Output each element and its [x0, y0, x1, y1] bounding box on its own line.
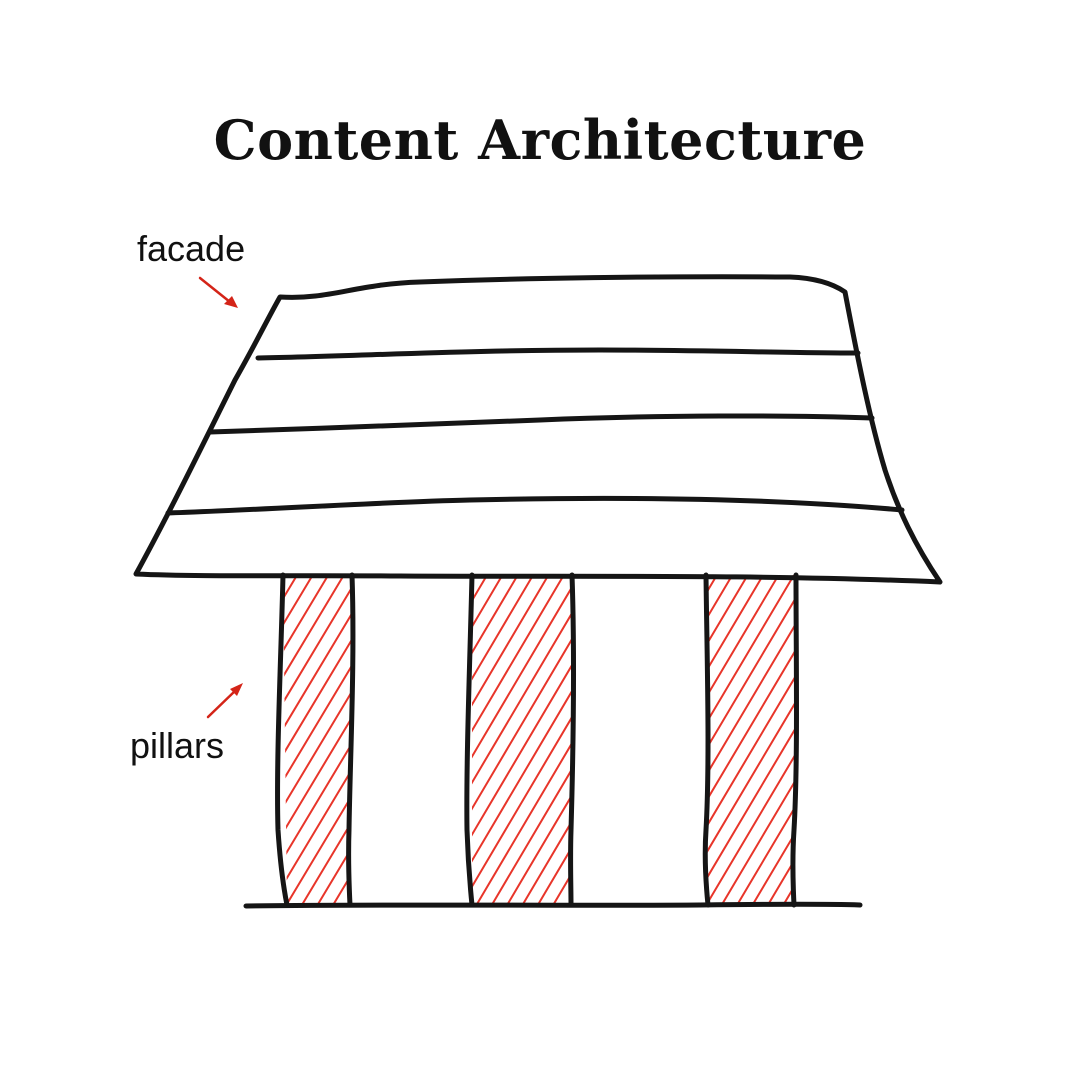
facade-label: facade — [137, 228, 246, 269]
pillar-3-right — [790, 572, 799, 908]
hatch-stroke — [283, 642, 352, 804]
facade-band-2 — [207, 413, 875, 435]
hatch-stroke — [706, 676, 796, 874]
hatch-stroke — [706, 858, 796, 905]
hatch-stroke — [283, 575, 352, 648]
hatch-stroke — [472, 575, 572, 674]
pillars-label: pillars — [130, 725, 225, 766]
hatch-stroke — [283, 575, 352, 622]
hatch-stroke — [472, 575, 572, 752]
hatch-stroke — [283, 668, 352, 830]
hatch-stroke — [706, 806, 796, 905]
hatch-stroke — [283, 575, 352, 674]
hatch-stroke — [706, 575, 796, 640]
facade-outline — [133, 274, 943, 585]
hatch-stroke — [706, 728, 796, 905]
hatch-stroke — [706, 575, 796, 718]
hatch-stroke — [706, 754, 796, 905]
hatch-stroke — [472, 720, 572, 905]
hatch-stroke — [472, 772, 572, 905]
hatch-stroke — [472, 575, 572, 648]
pillar-2-left — [464, 572, 475, 908]
hatch-stroke — [706, 702, 796, 900]
hatch-stroke — [706, 650, 796, 848]
facade-arrow — [198, 276, 238, 308]
hatch-stroke — [472, 616, 572, 830]
diagram-title: Content Architecture — [213, 108, 867, 172]
hatch-stroke — [472, 575, 572, 726]
hatch-stroke — [472, 575, 572, 622]
hatch-stroke — [472, 575, 572, 778]
pillar-1-left — [275, 572, 290, 908]
hatch-stroke — [283, 575, 352, 596]
hatch-stroke — [472, 824, 572, 905]
hatch-stroke — [706, 598, 796, 796]
hatch-stroke — [472, 850, 572, 905]
pillar-2-right — [568, 572, 577, 908]
hatch-stroke — [706, 575, 796, 692]
hatch-stroke — [472, 798, 572, 905]
hatch-stroke — [283, 616, 352, 778]
hatch-stroke — [706, 624, 796, 822]
hatch-stroke — [283, 590, 352, 752]
hatch-stroke — [472, 590, 572, 804]
facade-band-1 — [255, 347, 861, 361]
pillars-arrow — [206, 683, 243, 719]
hatch-stroke — [706, 575, 796, 770]
hatch-stroke — [706, 575, 796, 666]
pillar-1-right — [346, 572, 356, 908]
facade-band-3 — [165, 495, 905, 516]
hatch-stroke — [472, 746, 572, 905]
pillar-3-left — [702, 572, 711, 908]
hatch-stroke — [472, 694, 572, 905]
hatch-stroke — [472, 642, 572, 856]
hatch-stroke — [706, 575, 796, 614]
pillar-hatch-2 — [472, 575, 572, 905]
pillar-hatch-3 — [706, 575, 796, 905]
hatch-stroke — [283, 575, 352, 726]
base-line — [243, 901, 863, 909]
hatch-stroke — [706, 575, 796, 744]
hatch-stroke — [706, 780, 796, 905]
hatch-stroke — [472, 575, 572, 700]
hatch-stroke — [283, 575, 352, 700]
hatch-stroke — [472, 668, 572, 882]
